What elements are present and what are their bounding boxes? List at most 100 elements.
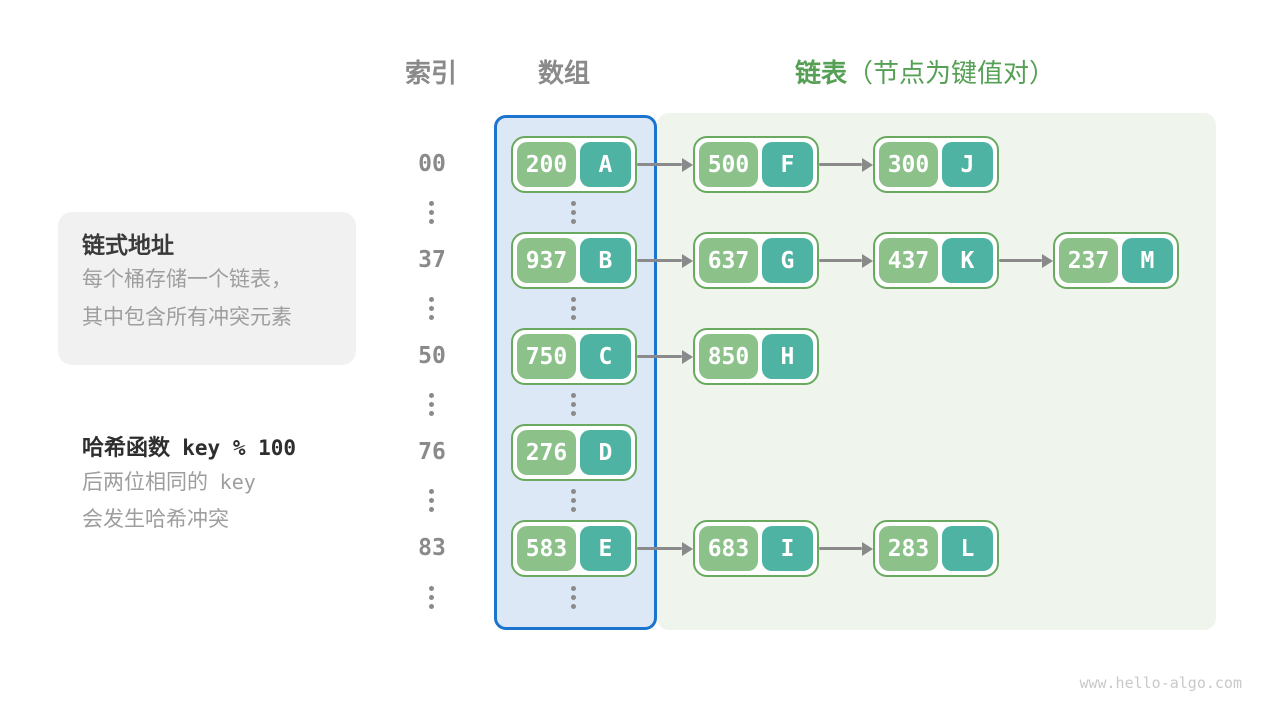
hash-function-formula: key % 100 xyxy=(182,436,297,460)
ellipsis-dots xyxy=(429,393,434,416)
dot xyxy=(429,595,434,600)
dot xyxy=(429,219,434,224)
node-key-cell: 437 xyxy=(879,238,938,283)
ellipsis-dots xyxy=(571,297,576,320)
dot xyxy=(571,306,576,311)
dot xyxy=(429,411,434,416)
arrow-connector xyxy=(819,253,873,268)
dot xyxy=(429,402,434,407)
ellipsis-dots xyxy=(429,586,434,609)
arrow-connector xyxy=(819,541,873,556)
ellipsis-dots xyxy=(429,489,434,512)
arrow-connector xyxy=(637,253,693,268)
row-index-label: 50 xyxy=(418,343,446,369)
node-value-cell: G xyxy=(761,238,813,283)
list-header-note: （节点为键值对） xyxy=(847,58,1056,88)
arrow-connector xyxy=(637,157,693,172)
list-header-label: 链表 xyxy=(795,58,848,88)
arrow-connector xyxy=(637,541,693,556)
dot xyxy=(429,306,434,311)
node-value-cell: I xyxy=(761,526,813,571)
node-key-cell: 237 xyxy=(1059,238,1118,283)
row-index-label: 83 xyxy=(418,535,446,561)
node-key-cell: 300 xyxy=(879,142,938,187)
dot xyxy=(571,315,576,320)
watermark: www.hello-algo.com xyxy=(1079,674,1242,692)
dot xyxy=(429,507,434,512)
column-header-array: 数组 xyxy=(538,58,591,88)
node-value-cell: E xyxy=(579,526,631,571)
node-value-cell: K xyxy=(941,238,993,283)
column-header-list: 链表（节点为键值对） xyxy=(795,53,1055,90)
dot xyxy=(571,402,576,407)
node-value-cell: C xyxy=(579,334,631,379)
node-value-cell: B xyxy=(579,238,631,283)
dot xyxy=(571,586,576,591)
node-key-cell: 283 xyxy=(879,526,938,571)
chaining-callout-line: 每个桶存储一个链表， xyxy=(82,268,292,291)
node-key-cell: 750 xyxy=(517,334,576,379)
dot xyxy=(429,489,434,494)
dot xyxy=(429,297,434,302)
ellipsis-dots xyxy=(571,489,576,512)
node-key-cell: 683 xyxy=(699,526,758,571)
node-key-cell: 637 xyxy=(699,238,758,283)
node-value-cell: F xyxy=(761,142,813,187)
ellipsis-dots xyxy=(571,393,576,416)
ellipsis-dots xyxy=(571,201,576,224)
chaining-callout-title: 链式地址 xyxy=(82,232,174,258)
node-key-cell: 200 xyxy=(517,142,576,187)
node-value-cell: J xyxy=(941,142,993,187)
row-index-label: 37 xyxy=(418,247,446,273)
node-key-cell: 937 xyxy=(517,238,576,283)
ellipsis-dots xyxy=(429,297,434,320)
node-value-cell: H xyxy=(761,334,813,379)
node-key-cell: 276 xyxy=(517,430,576,475)
node-key-cell: 583 xyxy=(517,526,576,571)
dot xyxy=(571,498,576,503)
dot xyxy=(571,411,576,416)
node-key-cell: 850 xyxy=(699,334,758,379)
ellipsis-dots xyxy=(571,586,576,609)
hash-note-line: 会发生哈希冲突 xyxy=(82,508,229,531)
node-value-cell: L xyxy=(941,526,993,571)
node-value-cell: M xyxy=(1121,238,1173,283)
dot xyxy=(429,210,434,215)
arrow-connector xyxy=(999,253,1053,268)
ellipsis-dots xyxy=(429,201,434,224)
node-key-cell: 500 xyxy=(699,142,758,187)
hash-function-title: 哈希函数 key % 100 xyxy=(82,432,402,464)
hash-note-key-word: key xyxy=(219,470,256,494)
dot xyxy=(571,210,576,215)
node-value-cell: A xyxy=(579,142,631,187)
dot xyxy=(571,393,576,398)
dot xyxy=(429,201,434,206)
row-index-label: 00 xyxy=(418,151,446,177)
dot xyxy=(571,507,576,512)
node-value-cell: D xyxy=(579,430,631,475)
hash-function-label: 哈希函数 xyxy=(82,435,171,460)
dot xyxy=(429,498,434,503)
dot xyxy=(429,604,434,609)
hash-function-note: 哈希函数 key % 100 后两位相同的 key 会发生哈希冲突 xyxy=(82,432,402,538)
row-index-label: 76 xyxy=(418,439,446,465)
dot xyxy=(571,201,576,206)
chaining-callout-line: 其中包含所有冲突元素 xyxy=(82,306,292,329)
dot xyxy=(571,297,576,302)
dot xyxy=(571,489,576,494)
dot xyxy=(429,393,434,398)
column-header-index: 索引 xyxy=(405,58,458,88)
dot xyxy=(429,586,434,591)
arrow-connector xyxy=(637,349,693,364)
